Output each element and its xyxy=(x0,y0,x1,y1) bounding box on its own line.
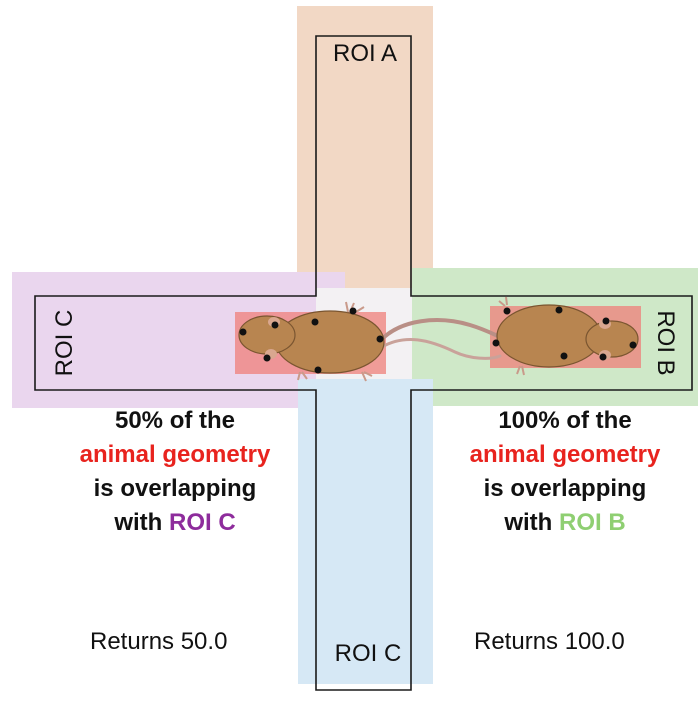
left-mouse-head xyxy=(238,315,296,355)
keypoint xyxy=(560,352,568,360)
keypoint xyxy=(602,317,610,325)
left-caption-roi: ROI C xyxy=(168,509,236,536)
roi-c-left-label: ROI C xyxy=(51,310,78,377)
right-caption-line4: with ROI B xyxy=(430,506,700,540)
keypoint xyxy=(376,335,384,343)
left-mouse xyxy=(238,301,510,382)
roi-c-bottom-zone xyxy=(298,379,433,684)
maze-outline xyxy=(34,35,693,691)
right-caption-with: with xyxy=(504,509,559,536)
left-caption-line3: is overlapping xyxy=(93,475,257,502)
keypoint xyxy=(239,328,247,336)
right-caption-roi: ROI B xyxy=(558,509,626,536)
roi-a-label: ROI A xyxy=(333,40,397,67)
keypoint xyxy=(314,366,322,374)
left-mouse-paw xyxy=(297,371,308,381)
keypoint xyxy=(349,307,357,315)
roi-c-bottom-label: ROI C xyxy=(335,640,402,667)
right-caption-line2: animal geometry xyxy=(469,441,661,468)
right-caption-line3: is overlapping xyxy=(483,475,647,502)
right-mouse-paw xyxy=(516,365,525,376)
right-mouse-head xyxy=(585,320,639,358)
right-mouse-body xyxy=(496,304,602,368)
left-caption-line4: with ROI C xyxy=(40,506,310,540)
right-overlap-caption: 100% of the animal geometry is overlappi… xyxy=(430,404,700,540)
right-caption-line1: 100% of the xyxy=(498,407,632,434)
keypoint xyxy=(263,354,271,362)
left-mouse-paw xyxy=(361,371,373,382)
right-mouse xyxy=(492,296,639,376)
left-caption-with: with xyxy=(114,509,169,536)
keypoint xyxy=(271,321,279,329)
keypoint xyxy=(492,339,500,347)
keypoint xyxy=(555,306,563,314)
roi-b-label: ROI B xyxy=(652,310,679,375)
keypoint xyxy=(311,318,319,326)
keypoint xyxy=(629,341,637,349)
keypoint xyxy=(599,353,607,361)
keypoint xyxy=(503,307,511,315)
left-result-text: Returns 50.0 xyxy=(90,628,228,655)
right-result-text: Returns 100.0 xyxy=(474,628,625,655)
left-overlap-caption: 50% of the animal geometry is overlappin… xyxy=(40,404,310,540)
left-caption-line1: 50% of the xyxy=(114,407,236,434)
left-caption-line2: animal geometry xyxy=(79,441,271,468)
right-mouse-paw xyxy=(498,296,508,307)
left-mouse-tail-2 xyxy=(378,337,502,360)
